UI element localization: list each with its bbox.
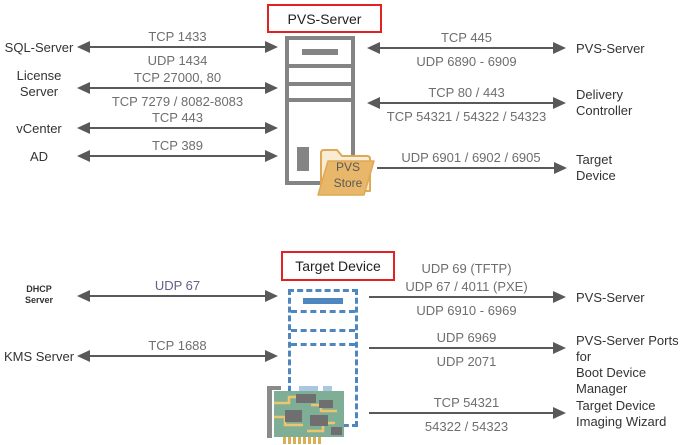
port-label: UDP 6969	[436, 330, 497, 345]
arrow-line	[79, 87, 276, 89]
endpoint-delivery-controller: Delivery Controller	[576, 87, 633, 118]
pvs-server-title: PVS-Server	[267, 4, 382, 33]
port-label: 54322 / 54323	[424, 419, 509, 434]
arrow-line	[369, 102, 564, 104]
arrowhead-right-icon	[265, 290, 278, 302]
arrowhead-right-icon	[553, 97, 566, 109]
port-label: UDP 6890 - 6909	[416, 54, 517, 69]
port-label: TCP 389	[151, 138, 204, 153]
endpoint-pvs-server: PVS-Server	[576, 41, 645, 56]
arrow-line	[79, 46, 276, 48]
arrow-line	[79, 127, 276, 129]
folder-icon	[317, 149, 375, 196]
server-bay-divider	[289, 86, 351, 102]
dashed-drive-slot	[303, 298, 343, 304]
network-card-icon	[263, 383, 348, 445]
endpoint-ad: AD	[29, 149, 49, 164]
port-label: UDP 69 (TFTP)	[421, 261, 512, 276]
server-power-button	[297, 147, 309, 171]
arrowhead-left-icon	[367, 97, 380, 109]
arrow-line	[79, 155, 276, 157]
port-label: TCP 80 / 443	[428, 85, 505, 100]
target-device-title: Target Device	[281, 251, 395, 281]
port-label: UDP 6901 / 6902 / 6905	[401, 150, 541, 165]
target-device-title-label: Target Device	[295, 258, 381, 274]
arrowhead-right-icon	[553, 342, 566, 354]
port-label: TCP 7279 / 8082-8083	[111, 94, 244, 109]
server-drive-slot	[302, 49, 338, 55]
arrowhead-right-icon	[265, 41, 278, 53]
arrowhead-left-icon	[77, 82, 90, 94]
server-drive-bay	[289, 40, 351, 68]
dashed-drive-bay	[291, 292, 355, 313]
port-label: TCP 54321	[433, 395, 500, 410]
arrowhead-right-icon	[265, 150, 278, 162]
endpoint-dhcp-server: DHCP Server	[24, 284, 54, 305]
arrowhead-left-icon	[367, 42, 380, 54]
pvs-store-folder-icon: PVS Store	[317, 146, 375, 197]
arrowhead-right-icon	[265, 82, 278, 94]
port-label: TCP 27000, 80	[133, 70, 222, 85]
endpoint-vcenter: vCenter	[16, 121, 62, 136]
arrowhead-left-icon	[77, 350, 90, 362]
endpoint-license-server: License Server	[16, 68, 62, 99]
arrowhead-right-icon	[265, 122, 278, 134]
pvs-store-label: PVS Store	[333, 160, 363, 190]
arrow-line	[369, 47, 564, 49]
server-bay-divider	[289, 68, 351, 86]
arrowhead-left-icon	[77, 150, 90, 162]
arrowhead-right-icon	[554, 162, 567, 174]
pvs-server-title-label: PVS-Server	[287, 10, 362, 27]
arrow-line	[369, 412, 564, 414]
endpoint-target-device: Target Device	[576, 152, 616, 183]
port-label: UDP 67	[154, 278, 201, 293]
arrowhead-left-icon	[77, 122, 90, 134]
endpoint-imaging-wizard: Target Device Imaging Wizard	[576, 398, 667, 429]
arrowhead-right-icon	[553, 291, 566, 303]
endpoint-pvs-server-bottom: PVS-Server	[576, 290, 645, 305]
port-label: UDP 1434	[147, 53, 208, 68]
endpoint-kms-server: KMS Server	[3, 349, 75, 364]
dashed-bay-divider	[291, 313, 355, 332]
arrowhead-right-icon	[265, 350, 278, 362]
arrow-line	[79, 355, 276, 357]
arrowhead-right-icon	[553, 407, 566, 419]
arrowhead-left-icon	[77, 290, 90, 302]
port-label: UDP 6910 - 6969	[416, 303, 517, 318]
arrow-line	[369, 296, 564, 298]
arrow-line	[79, 295, 276, 297]
arrowhead-right-icon	[553, 42, 566, 54]
port-label: TCP 54321 / 54322 / 54323	[386, 109, 547, 124]
port-label: TCP 1433	[148, 29, 207, 44]
arrow-line	[369, 347, 564, 349]
arrowhead-left-icon	[77, 41, 90, 53]
port-label: TCP 443	[151, 110, 204, 125]
dashed-bay-divider	[291, 332, 355, 346]
port-label: TCP 445	[440, 30, 493, 45]
network-card-svg	[267, 386, 344, 444]
endpoint-sql-server: SQL-Server	[4, 40, 74, 55]
endpoint-boot-device-manager: PVS-Server Ports for Boot Device Manager	[576, 333, 679, 396]
port-label: UDP 2071	[436, 354, 497, 369]
arrow-line	[377, 167, 565, 169]
port-label: UDP 67 / 4011 (PXE)	[405, 279, 528, 294]
port-label: TCP 1688	[148, 338, 207, 353]
